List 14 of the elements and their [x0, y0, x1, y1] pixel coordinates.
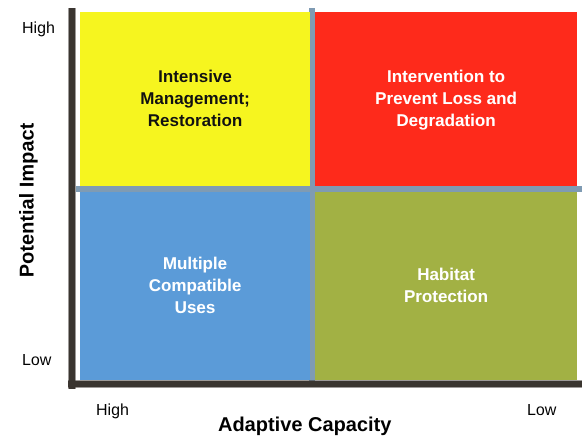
axis-tick-label: High [22, 20, 55, 38]
quadrant-label: Habitat Protection [402, 264, 490, 308]
quadrant-label: Multiple Compatible Uses [148, 253, 242, 319]
axis-title: Adaptive Capacity [218, 414, 392, 437]
quadrant-panel [80, 192, 310, 380]
axis-tick-label: Low [527, 402, 556, 420]
axis-title: Potential Impact [16, 122, 40, 278]
axis-tick-label: High [96, 402, 129, 420]
quadrant-label: Intervention to Prevent Loss and Degradation [374, 66, 518, 132]
quadrant-panel [315, 12, 577, 186]
quadrant-panel [315, 192, 577, 380]
quadrant-label: Intensive Management; Restoration [139, 66, 251, 132]
quadrant-panel [80, 12, 310, 186]
axis-tick-label: Low [22, 352, 52, 370]
